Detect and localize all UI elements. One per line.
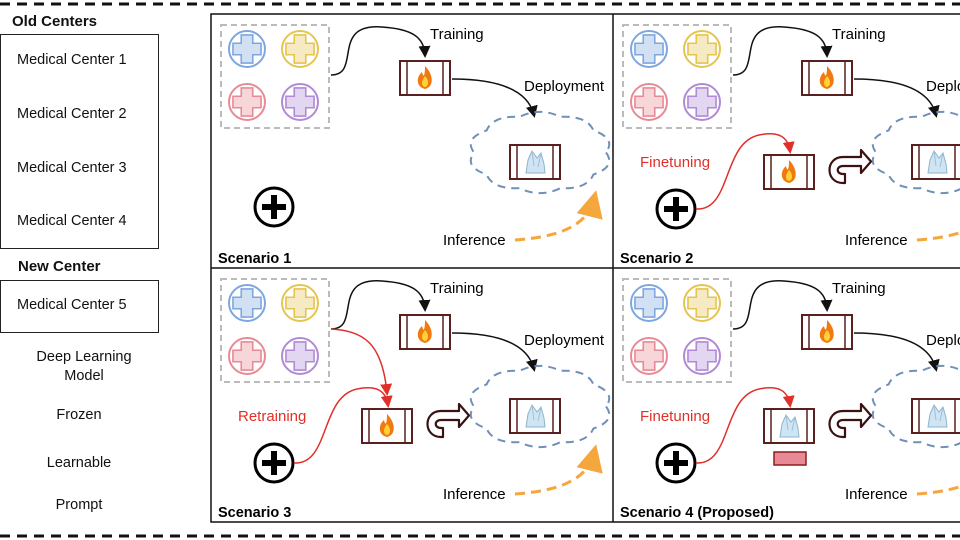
deployed-model — [911, 398, 960, 434]
old-centers-group — [220, 278, 330, 383]
legend-old-heading: Old Centers — [12, 13, 98, 30]
training-label: Training — [832, 280, 886, 297]
new-center-icon — [655, 188, 697, 230]
deployment-arrow — [451, 332, 538, 372]
legend-prompt: Prompt — [55, 497, 103, 513]
new-center-icon — [253, 442, 295, 484]
legend-new-heading: New Center — [18, 258, 101, 275]
inference-arrow — [514, 444, 603, 496]
center-4-icon — [683, 83, 721, 121]
deployment-arrow — [853, 78, 940, 118]
redeploy-arrow — [828, 402, 873, 439]
inference-label: Inference — [845, 486, 908, 503]
update-arrow — [695, 133, 795, 210]
inference-label: Inference — [443, 486, 506, 503]
scenario-title: Scenario 3 — [218, 505, 291, 521]
legend-model: Deep Learning Model — [36, 349, 132, 384]
new-center-icon — [253, 186, 295, 228]
updated-model — [361, 408, 413, 444]
redeploy-arrow — [426, 402, 471, 439]
inference-arrow — [916, 484, 960, 496]
update-arrow — [695, 387, 795, 464]
trained-model — [399, 314, 451, 350]
trained-model — [399, 60, 451, 96]
new-center-box — [0, 280, 159, 333]
old-center-3: Medical Center 3 — [17, 160, 127, 176]
prompt-block — [773, 451, 807, 466]
update-label: Retraining — [238, 408, 306, 425]
scenario-title: Scenario 4 (Proposed) — [620, 505, 774, 521]
updated-model — [763, 154, 815, 190]
trained-model — [801, 60, 853, 96]
deployed-model — [911, 144, 960, 180]
center-3-icon — [228, 337, 266, 375]
deployment-label: Deployment — [524, 332, 605, 349]
deployment-arrow — [853, 332, 940, 372]
legend-frozen: Frozen — [56, 407, 102, 423]
inference-label: Inference — [443, 232, 506, 249]
center-2-icon — [683, 30, 721, 68]
old-centers-group — [220, 24, 330, 129]
new-center-label: Medical Center 5 — [17, 297, 127, 313]
training-arrow — [732, 280, 833, 330]
training-label: Training — [832, 26, 886, 43]
deployed-model — [509, 144, 561, 180]
center-2-icon — [683, 284, 721, 322]
center-1-icon — [630, 284, 668, 322]
center-4-icon — [281, 83, 319, 121]
training-arrow — [732, 26, 833, 76]
center-4-icon — [683, 337, 721, 375]
retraining-from-old-arrow — [330, 328, 393, 396]
center-2-icon — [281, 284, 319, 322]
deployed-model — [509, 398, 561, 434]
scenario-title: Scenario 2 — [620, 251, 693, 267]
center-1-icon — [630, 30, 668, 68]
training-arrow — [330, 26, 431, 76]
old-center-2: Medical Center 2 — [17, 106, 127, 122]
center-3-icon — [630, 337, 668, 375]
center-3-icon — [228, 83, 266, 121]
deployment-arrow — [451, 78, 538, 118]
old-center-4: Medical Center 4 — [17, 213, 127, 229]
old-center-1: Medical Center 1 — [17, 52, 127, 68]
trained-model — [801, 314, 853, 350]
legend-learnable: Learnable — [46, 455, 112, 471]
scenario-title: Scenario 1 — [218, 251, 291, 267]
inference-arrow — [916, 230, 960, 242]
old-centers-group — [622, 24, 732, 129]
old-centers-box — [0, 34, 159, 249]
center-1-icon — [228, 284, 266, 322]
center-2-icon — [281, 30, 319, 68]
training-label: Training — [430, 280, 484, 297]
inference-arrow — [514, 190, 603, 242]
new-center-icon — [655, 442, 697, 484]
deployment-label: Deployment — [926, 332, 960, 349]
deployment-label: Deployment — [926, 78, 960, 95]
old-centers-group — [622, 278, 732, 383]
center-1-icon — [228, 30, 266, 68]
update-label: Finetuning — [640, 154, 710, 171]
deployment-label: Deployment — [524, 78, 605, 95]
inference-label: Inference — [845, 232, 908, 249]
update-label: Finetuning — [640, 408, 710, 425]
training-arrow — [330, 280, 431, 330]
updated-model — [763, 408, 815, 444]
center-4-icon — [281, 337, 319, 375]
center-3-icon — [630, 83, 668, 121]
training-label: Training — [430, 26, 484, 43]
redeploy-arrow — [828, 148, 873, 185]
